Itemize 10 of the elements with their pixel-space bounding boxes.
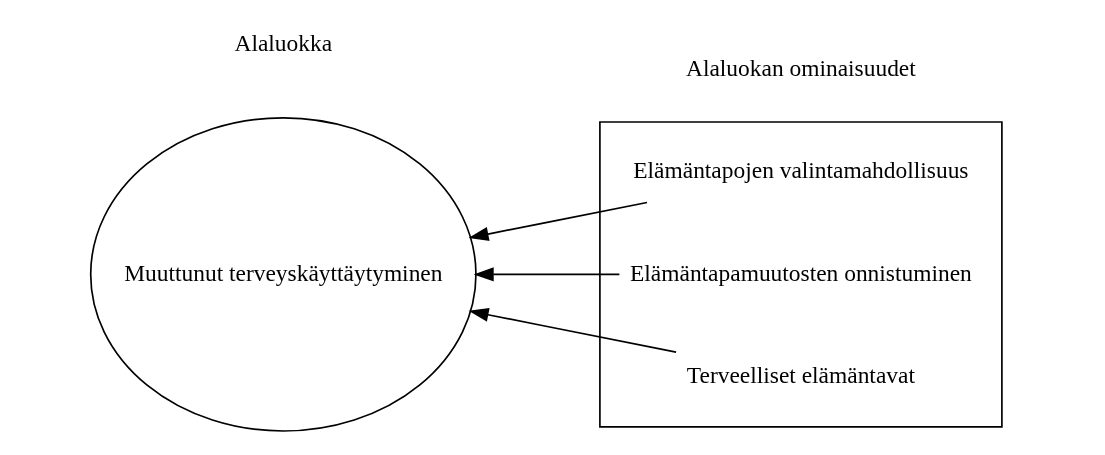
arrow (473, 267, 620, 282)
label: Alaluokka (234, 30, 332, 57)
arrow (468, 307, 677, 353)
node-text: Elämäntapamuutosten onnistuminen (629, 259, 972, 286)
cluster (598, 121, 1003, 428)
label: Alaluokan ominaisuudet (685, 55, 916, 82)
node-text: Elämäntapojen valintamahdollisuus (632, 157, 969, 184)
node-ellipse: Muuttunut terveyskäyttäytyminen (89, 116, 477, 432)
arrow (467, 201, 648, 241)
node-text: Terveelliset elämäntavat (686, 361, 915, 388)
